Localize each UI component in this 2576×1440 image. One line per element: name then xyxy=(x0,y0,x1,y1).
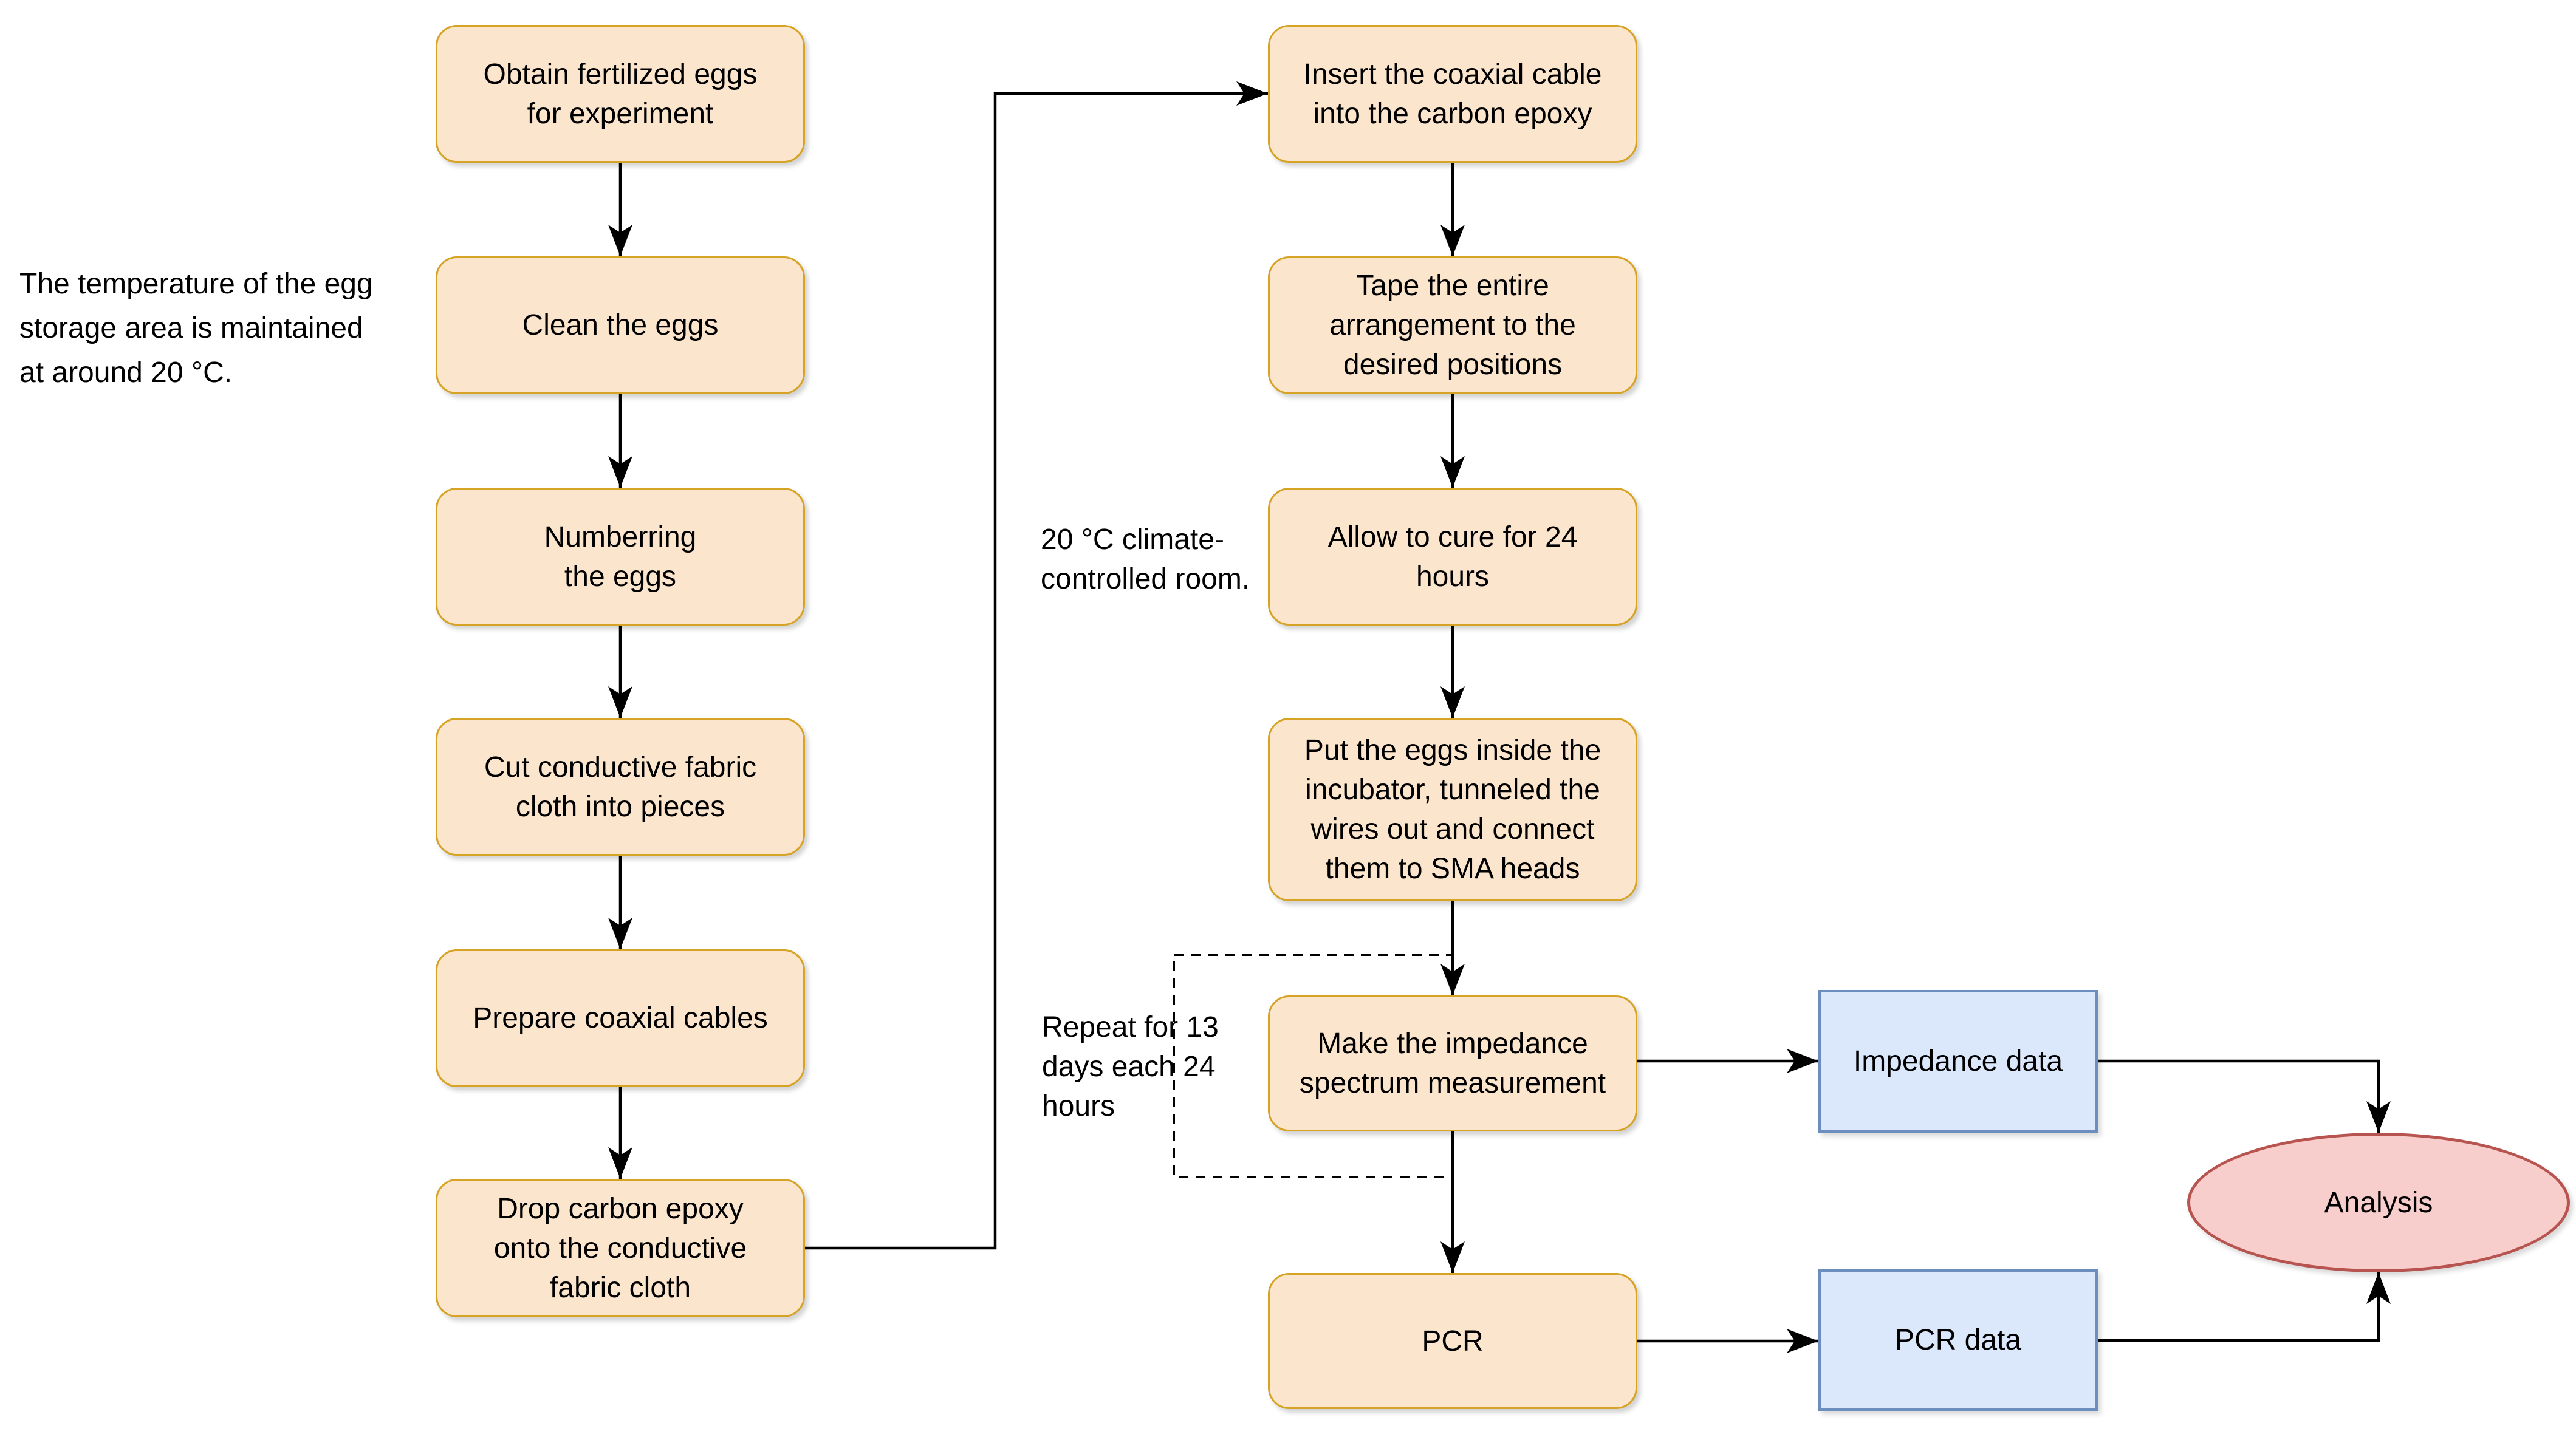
data-pcr-data: PCR data xyxy=(1818,1269,2098,1411)
process-drop-carbon-epoxy: Drop carbon epoxy onto the conductive fa… xyxy=(436,1179,805,1317)
note-egg-storage-temperature: The temperature of the egg storage area … xyxy=(19,268,373,389)
note-repeat-13-days: Repeat for 13 days each 24 hours xyxy=(1042,1011,1219,1122)
arrow-drop-to-insert xyxy=(805,81,1268,1250)
arrow-pcr-data-to-analysis xyxy=(2098,1272,2391,1342)
process-pcr: PCR xyxy=(1268,1273,1637,1409)
data-impedance-data: Impedance data xyxy=(1818,990,2098,1133)
process-insert-coaxial-cable: Insert the coaxial cable into the carbon… xyxy=(1268,25,1637,163)
process-allow-to-cure: Allow to cure for 24 hours xyxy=(1268,488,1637,626)
arrow-impedance-data-to-analysis xyxy=(2098,1059,2391,1133)
process-impedance-measurement: Make the impedance spectrum measurement xyxy=(1268,995,1637,1131)
terminal-analysis: Analysis xyxy=(2187,1133,2570,1272)
process-prepare-coaxial-cables: Prepare coaxial cables xyxy=(436,949,805,1087)
process-put-eggs-in-incubator: Put the eggs inside the incubator, tunne… xyxy=(1268,718,1637,901)
process-tape-arrangement: Tape the entire arrangement to the desir… xyxy=(1268,256,1637,394)
process-numbering-the-eggs: Numberring the eggs xyxy=(436,488,805,626)
process-obtain-fertilized-eggs: Obtain fertilized eggs for experiment xyxy=(436,25,805,163)
repeat-loop-dashed-box xyxy=(1173,954,1454,1178)
note-climate-controlled-room: 20 °C climate- controlled room. xyxy=(1041,524,1250,595)
process-clean-the-eggs: Clean the eggs xyxy=(436,256,805,394)
process-cut-conductive-fabric: Cut conductive fabric cloth into pieces xyxy=(436,718,805,856)
